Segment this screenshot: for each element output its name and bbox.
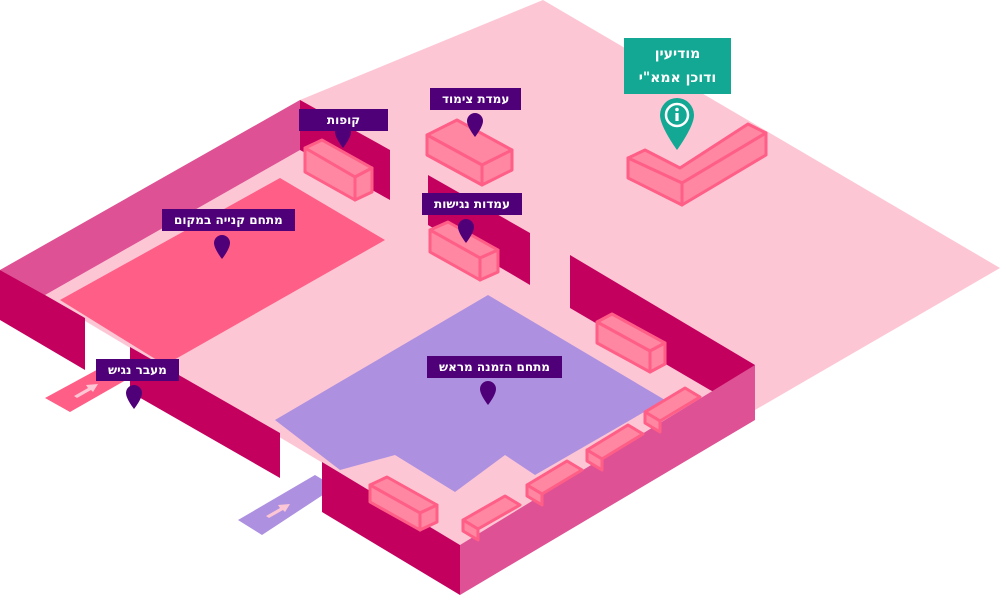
cashiers-name: קופות <box>326 113 361 127</box>
counter-side-2[interactable] <box>368 475 439 532</box>
label-preorder-area[interactable]: מתחם הזמנה מראש <box>427 356 562 378</box>
label-onsite-purchase-area[interactable]: מתחם קנייה במקום <box>162 209 295 231</box>
counter-front-4[interactable] <box>643 386 702 434</box>
accessibility-stations-name: עמדות נגישות <box>434 197 510 211</box>
preorder-entrance-arrow-icon <box>266 504 290 518</box>
wall-back-left-top <box>0 100 300 295</box>
label-accessible-passage[interactable]: מעבר נגיש <box>96 359 179 381</box>
info-desk-name-line2: ודוכן אמא"י <box>638 70 717 86</box>
map-pin-icon[interactable] <box>214 235 230 259</box>
map-pin-icon[interactable] <box>458 219 474 243</box>
label-tagging-station[interactable]: עמדת צימוד <box>430 88 522 110</box>
onsite-purchase-area-zone[interactable] <box>60 178 385 365</box>
wall-front-bottom-top <box>460 365 755 595</box>
label-cashiers[interactable]: קופות <box>299 109 388 131</box>
counter-info-desk[interactable] <box>626 122 768 207</box>
counter-front-3[interactable] <box>585 423 645 472</box>
preorder-area-name: מתחם הזמנה מראש <box>439 360 550 374</box>
counter-side-1[interactable] <box>595 312 667 374</box>
preorder-area-zone[interactable] <box>275 295 665 492</box>
counter-front-2[interactable] <box>525 459 584 507</box>
map-pin-icon[interactable] <box>480 381 496 405</box>
counter-tagging[interactable] <box>425 118 514 187</box>
counter-cashiers[interactable] <box>303 138 374 202</box>
map-pin-icon[interactable] <box>467 113 483 137</box>
accessible-passage-name: מעבר נגיש <box>108 363 167 377</box>
accessible-entrance-arrow-icon <box>74 384 98 398</box>
onsite-purchase-area-name: מתחם קנייה במקום <box>174 213 283 227</box>
wall-mid-2 <box>570 255 755 412</box>
counter-front-1[interactable] <box>461 494 522 542</box>
info-icon <box>664 102 690 128</box>
wall-front-bottom-side <box>322 462 460 595</box>
map-pin-icon[interactable] <box>126 385 142 409</box>
info-desk-name-line1: מודיעין <box>654 46 701 62</box>
label-accessibility-stations[interactable]: עמדות נגישות <box>422 193 522 215</box>
wall-left-side <box>0 270 85 370</box>
info-pin[interactable] <box>660 98 694 150</box>
tagging-station-name: עמדת צימוד <box>442 92 510 106</box>
label-info-desk[interactable]: מודיעין ודוכן אמא"י <box>624 38 731 94</box>
